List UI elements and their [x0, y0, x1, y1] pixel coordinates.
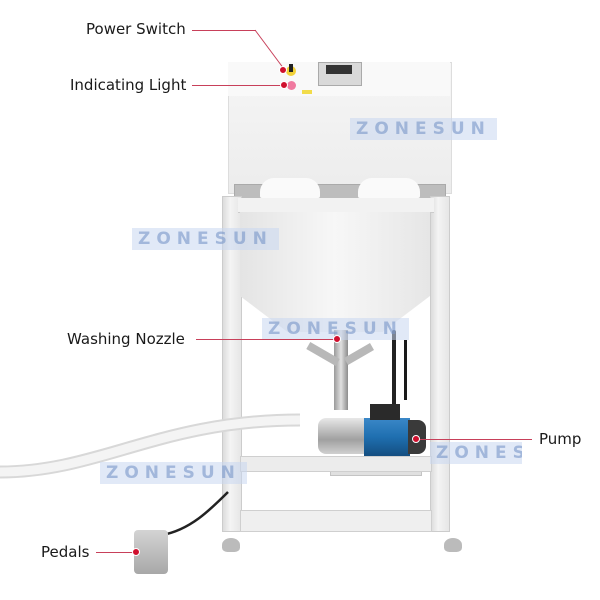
frame-top-rail [238, 198, 434, 213]
indicating-light-line [192, 85, 282, 86]
indicating-light-dot [280, 81, 288, 89]
washing-nozzle-dot [333, 335, 341, 343]
indicating-light [287, 81, 296, 90]
pump-terminal-box [370, 404, 400, 420]
watermark: ZONESUN [430, 442, 522, 464]
controller-display [326, 65, 352, 74]
power-switch-label: Power Switch [86, 20, 186, 38]
pump-dot [412, 435, 420, 443]
pump-housing [318, 418, 366, 454]
pump-motor [364, 418, 410, 456]
bottom-rail [240, 510, 432, 532]
nozzle-body [334, 330, 348, 410]
pedals-dot [132, 548, 140, 556]
watermark: ZONESUN [262, 318, 409, 340]
pump-line [418, 439, 532, 440]
power-switch-leader [254, 29, 285, 70]
hose-black-2 [404, 340, 407, 400]
hose-black-1 [392, 330, 396, 410]
lower-shelf [240, 456, 432, 472]
frame-leg-right [430, 196, 450, 532]
pump-label: Pump [539, 430, 582, 448]
watermark: ZONESUN [100, 462, 247, 484]
foot-right [444, 538, 462, 552]
pedals-line [96, 552, 136, 553]
bottle-left [260, 178, 320, 198]
power-switch-line [192, 30, 256, 31]
washing-nozzle-line [196, 339, 336, 340]
washing-nozzle-label: Washing Nozzle [67, 330, 185, 348]
frame-leg-left [222, 196, 242, 532]
watermark: ZONESUN [132, 228, 279, 250]
white-hose [0, 413, 300, 479]
pedal-cable [161, 491, 229, 537]
bottle-right [358, 178, 420, 198]
warning-sticker [302, 90, 312, 94]
indicating-light-label: Indicating Light [70, 76, 187, 94]
pedals-label: Pedals [41, 543, 90, 561]
power-switch-dot [279, 66, 287, 74]
nozzle-arm-right [344, 343, 374, 365]
watermark: ZONESUN [350, 118, 497, 140]
foot-left [222, 538, 240, 552]
power-switch-handle [289, 64, 293, 72]
